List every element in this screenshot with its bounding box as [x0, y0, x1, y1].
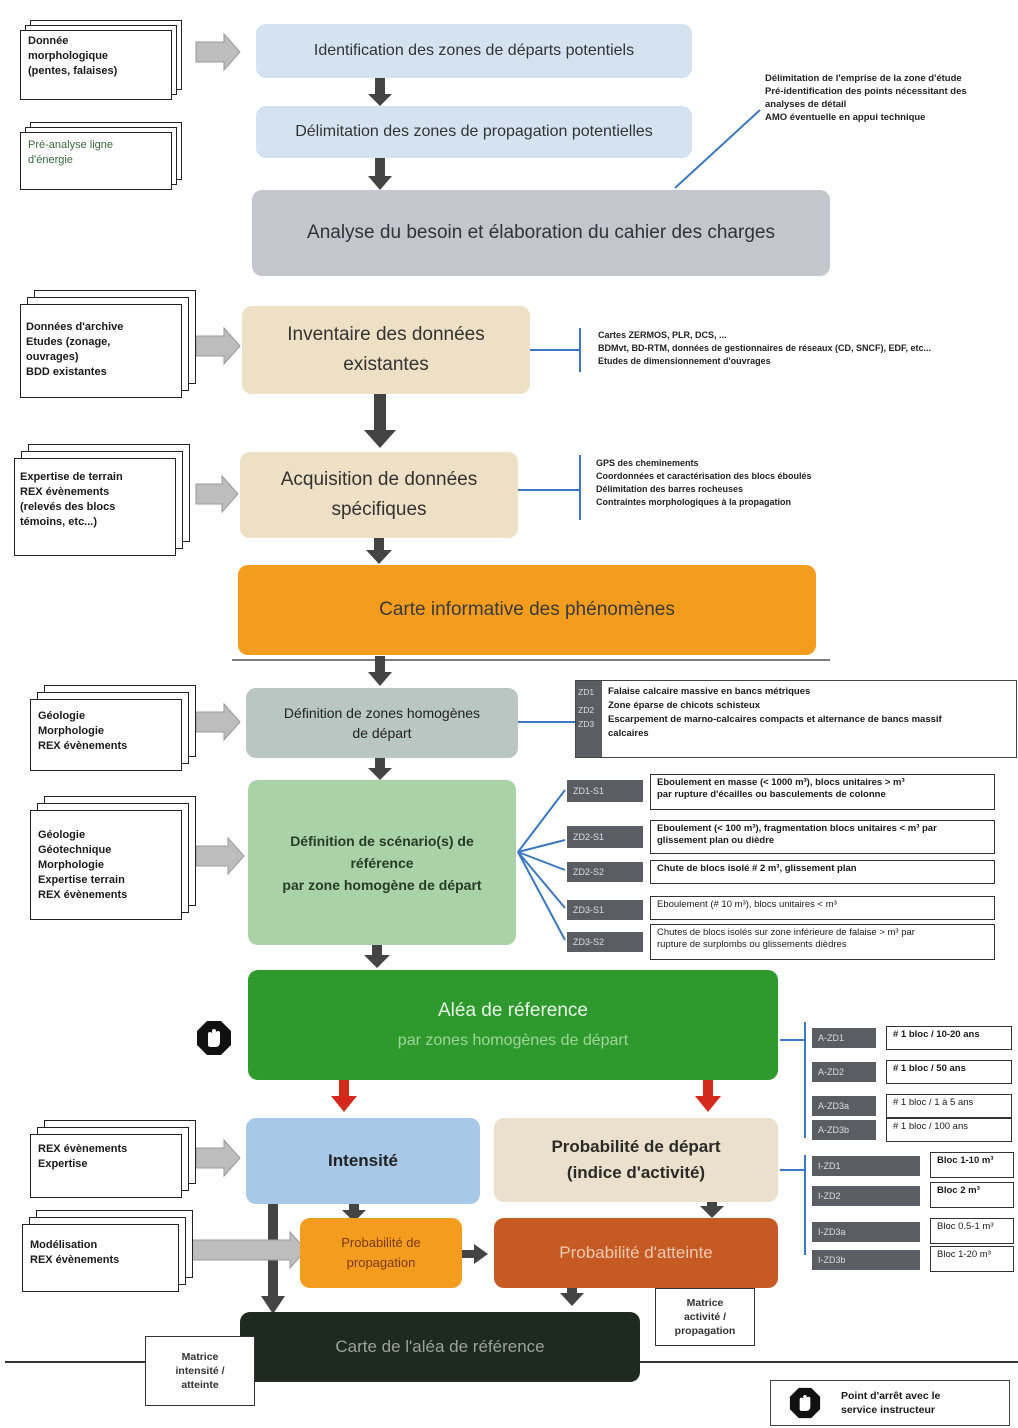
zones-tag-column: ZD1 ZD2 ZD3: [576, 681, 602, 757]
intensite-tag-3: I-ZD3a: [812, 1222, 920, 1242]
intensite-value-3: Bloc 0.5-1 m³: [930, 1218, 1014, 1244]
zones-text: Falaise calcaire massive en bancs métriq…: [608, 686, 942, 739]
alea-tag-2: A-ZD2: [812, 1062, 876, 1082]
alea-value-3: # 1 bloc / 1 à 5 ans: [886, 1094, 1012, 1118]
note-emprise: Délimitation de l'emprise de la zone d'é…: [765, 73, 967, 123]
step-scenarios: Définition de scénario(s) de référence p…: [248, 780, 516, 945]
note-acquisition: GPS des cheminements Coordonnées et cara…: [596, 458, 812, 507]
scenario-tag-2: ZD2-S1: [567, 826, 643, 848]
alea-subtitle: par zones homogènes de départ: [397, 1032, 629, 1049]
input-rex-text: REX évènements Expertise: [38, 1143, 128, 1170]
input-morphology-text: Donnée morphologique (pentes, falaises): [28, 35, 118, 77]
legend-text: Point d'arrêt avec le service instructeu…: [841, 1390, 941, 1416]
zones-table: ZD1 ZD2 ZD3 Falaise calcaire massive en …: [575, 680, 1017, 758]
input-doc-terrain: Expertise de terrain REX évènements (rel…: [14, 444, 199, 556]
step-analyse-besoin: Analyse du besoin et élaboration du cahi…: [252, 190, 830, 276]
step-carte-informative: Carte informative des phénomènes: [238, 565, 816, 655]
alea-value-4: # 1 bloc / 100 ans: [886, 1118, 1012, 1142]
input-doc-rex: REX évènements Expertise: [30, 1120, 200, 1198]
step-probabilite-propagation: Probabilité de propagation: [300, 1218, 462, 1288]
step-delimitation: Délimitation des zones de propagation po…: [256, 106, 692, 158]
input-doc-archive: Données d'archive Etudes (zonage, ouvrag…: [20, 290, 205, 400]
alea-value-2: # 1 bloc / 50 ans: [886, 1060, 1012, 1084]
intensite-value-1: Bloc 1-10 m³: [930, 1152, 1014, 1178]
input-archive-text: Données d'archive Etudes (zonage, ouvrag…: [26, 321, 124, 378]
alea-tag-1: A-ZD1: [812, 1028, 876, 1048]
scenario-text-1: Eboulement en masse (< 1000 m³), blocs u…: [650, 774, 995, 810]
matrix-activite-propagation: Matrice activité / propagation: [655, 1288, 755, 1346]
legend-box: Point d'arrêt avec le service instructeu…: [770, 1380, 1010, 1426]
intensite-value-4: Bloc 1-20 m³: [930, 1246, 1014, 1272]
input-geologie2-text: Géologie Géotechnique Morphologie Expert…: [38, 829, 128, 901]
step-alea-reference: Aléa de réference par zones homogènes de…: [248, 970, 778, 1080]
input-terrain-text: Expertise de terrain REX évènements (rel…: [20, 471, 123, 528]
zone-tag-1: ZD1: [578, 687, 595, 697]
alea-title: Aléa de réference: [438, 1000, 588, 1021]
scenario-text-4: Eboulement (# 10 m³), blocs unitaires < …: [650, 896, 995, 920]
zone-tag-3: ZD3: [578, 719, 595, 729]
legend-stop-icon: [789, 1387, 821, 1419]
input-preanalyse-text: Pré-analyse ligne d'énergie: [28, 139, 113, 166]
matrix-intensite-atteinte: Matrice intensité / atteinte: [145, 1336, 255, 1406]
input-doc-geologie1: Géologie Morphologie REX évènements: [30, 685, 200, 771]
intensite-value-2: Bloc 2 m³: [930, 1182, 1014, 1208]
alea-tag-3: A-ZD3a: [812, 1096, 876, 1116]
intensite-tag-2: I-ZD2: [812, 1186, 920, 1206]
zone-tag-2: ZD2: [578, 705, 595, 715]
step-probabilite-depart: Probabilité de départ (indice d'activité…: [494, 1118, 778, 1202]
step-acquisition: Acquisition de données spécifiques: [240, 452, 518, 538]
step-probabilite-atteinte: Probabilité d'atteinte: [494, 1218, 778, 1288]
input-modelisation-text: Modélisation REX évènements: [30, 1239, 120, 1266]
input-doc-modelisation: Modélisation REX évènements: [22, 1210, 197, 1292]
input-doc-geologie2: Géologie Géotechnique Morphologie Expert…: [30, 796, 200, 921]
scenario-tag-5: ZD3-S2: [567, 932, 643, 952]
step-inventaire: Inventaire des données existantes: [242, 306, 530, 394]
alea-value-1: # 1 bloc / 10-20 ans: [886, 1026, 1012, 1050]
scenario-tag-4: ZD3-S1: [567, 900, 643, 920]
step-zones-homogenes: Définition de zones homogènes de départ: [246, 688, 518, 758]
input-doc-morphology: Donnée morphologique (pentes, falaises): [20, 20, 195, 100]
scenario-text-5: Chutes de blocs isolés sur zone inférieu…: [650, 924, 995, 960]
step-identification: Identification des zones de départs pote…: [256, 24, 692, 78]
intensite-tag-4: I-ZD3b: [812, 1250, 920, 1270]
intensite-tag-1: I-ZD1: [812, 1156, 920, 1176]
scenario-tag-3: ZD2-S2: [567, 862, 643, 882]
scenario-text-3: Chute de blocs isolé # 2 m³, glissement …: [650, 860, 995, 884]
stop-hand-icon: [196, 1020, 232, 1056]
scenario-text-2: Eboulement (< 100 m³), fragmentation blo…: [650, 820, 995, 854]
input-geologie1-text: Géologie Morphologie REX évènements: [38, 710, 128, 752]
input-doc-preanalyse: Pré-analyse ligne d'énergie: [20, 122, 195, 192]
step-carte-alea: Carte de l'aléa de référence: [240, 1312, 640, 1382]
step-intensite: Intensité: [246, 1118, 480, 1204]
alea-tag-4: A-ZD3b: [812, 1120, 876, 1140]
scenario-tag-1: ZD1-S1: [567, 780, 643, 802]
note-inventaire: Cartes ZERMOS, PLR, DCS, ... BDMvt, BD-R…: [598, 330, 932, 366]
